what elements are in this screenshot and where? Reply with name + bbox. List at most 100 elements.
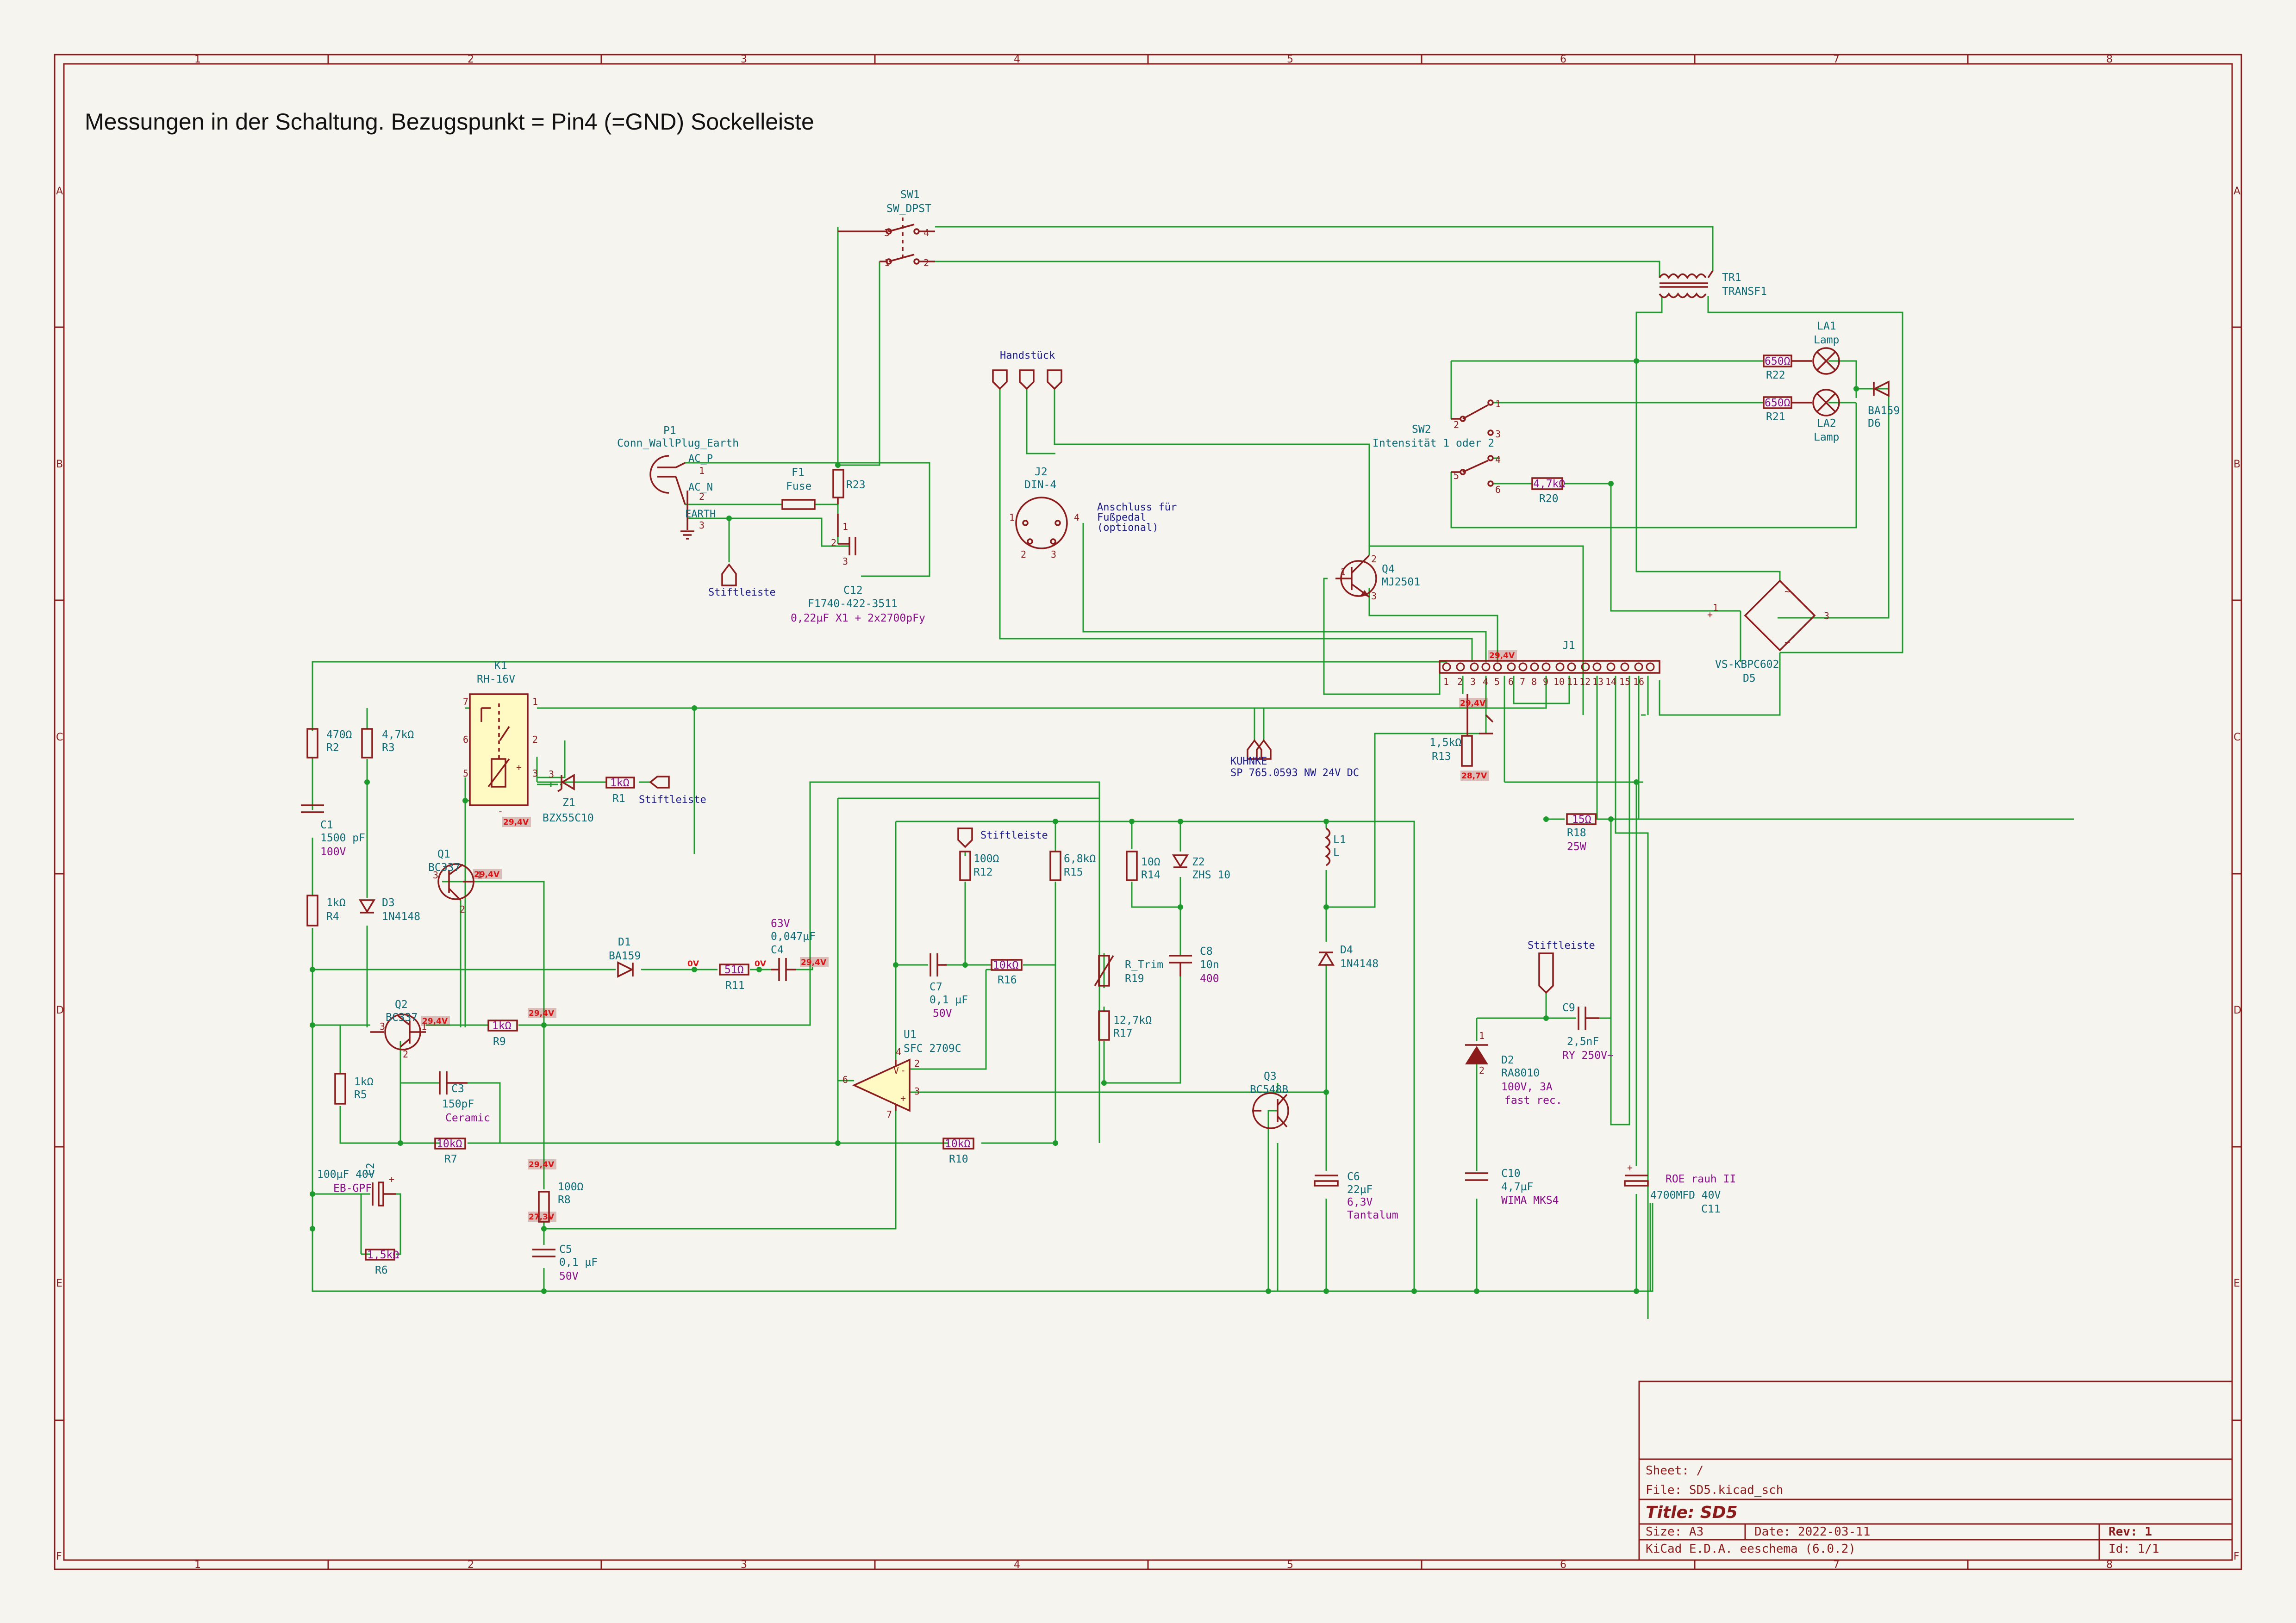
svg-text:2: 2 — [460, 904, 465, 915]
svg-text:Q3: Q3 — [1264, 1070, 1277, 1082]
svg-text:Stiftleiste: Stiftleiste — [1528, 940, 1595, 951]
svg-text:C: C — [2234, 732, 2240, 743]
svg-text:C8: C8 — [1200, 945, 1213, 958]
svg-text:100V, 3A: 100V, 3A — [1501, 1081, 1553, 1093]
svg-text:1kΩ: 1kΩ — [610, 777, 630, 789]
svg-text:8: 8 — [2106, 1559, 2113, 1571]
u1-opamp: -+ V 23 674 U1 SFC 2709C — [842, 1029, 961, 1120]
r21-resistor: 650Ω R21 — [1763, 396, 1812, 423]
c4-capacitor: 63V 0,047µF C4 — [771, 918, 816, 981]
wires — [312, 226, 2074, 1319]
c11-capacitor: + ROE rauh II 4700MFD 40V C11 — [1624, 1162, 1736, 1215]
svg-text:29,4V: 29,4V — [529, 1009, 555, 1018]
sw2-switch[interactable]: 213 546 SW2 Intensität 1 oder 2 — [1373, 398, 1501, 495]
r7-resistor: 10kΩ R7 — [434, 1138, 466, 1165]
svg-text:1kΩ: 1kΩ — [326, 897, 346, 909]
svg-text:6: 6 — [1560, 1559, 1566, 1571]
svg-text:Sheet: /: Sheet: / — [1646, 1464, 1703, 1478]
svg-text:SP 765.0593 NW 24V DC: SP 765.0593 NW 24V DC — [1230, 767, 1359, 779]
svg-text:Q2: Q2 — [395, 999, 408, 1011]
svg-text:50V: 50V — [559, 1270, 579, 1282]
svg-text:3: 3 — [1470, 676, 1476, 687]
svg-text:BA159: BA159 — [609, 950, 641, 962]
svg-text:1: 1 — [1713, 602, 1718, 613]
svg-text:8: 8 — [2106, 54, 2113, 65]
r22-resistor: 650Ω R22 — [1763, 354, 1812, 381]
c2-capacitor: + C2 100µF 40V EB-GPF — [317, 1163, 396, 1206]
r23-resistor: R23 — [832, 469, 866, 504]
svg-text:3: 3 — [914, 1086, 920, 1097]
svg-text:R14: R14 — [1141, 869, 1160, 881]
svg-text:29,4V: 29,4V — [503, 818, 529, 827]
c7-capacitor: C7 0,1 µF 50V — [930, 953, 968, 1020]
svg-text:D5: D5 — [1743, 672, 1756, 684]
r16-resistor: 10kΩ R16 — [991, 959, 1023, 986]
svg-text:B: B — [2234, 459, 2240, 470]
svg-text:L: L — [1333, 847, 1340, 859]
svg-text:28,7V: 28,7V — [1461, 771, 1487, 781]
svg-text:Lamp: Lamp — [1814, 334, 1839, 346]
p1-wall-plug: 123 AC_P AC_N EARTH P1 Conn_WallPlug_Ear… — [617, 425, 739, 540]
svg-text:2: 2 — [403, 1049, 408, 1060]
svg-text:2,5nF: 2,5nF — [1567, 1036, 1599, 1048]
svg-text:ROE rauh II: ROE rauh II — [1666, 1173, 1736, 1185]
svg-text:Stiftleiste: Stiftleiste — [708, 587, 776, 598]
svg-text:1,5kΩ: 1,5kΩ — [1429, 737, 1461, 749]
svg-text:P1: P1 — [663, 425, 676, 437]
svg-text:4: 4 — [923, 227, 929, 238]
svg-text:R8: R8 — [558, 1194, 571, 1206]
r10-resistor: 10kΩ R10 — [942, 1138, 974, 1165]
svg-text:1: 1 — [699, 465, 705, 476]
c3-capacitor: C3 150pF Ceramic — [439, 1071, 490, 1124]
svg-text:6: 6 — [1495, 484, 1501, 495]
svg-text:4: 4 — [896, 1046, 901, 1057]
svg-text:Rev: 1: Rev: 1 — [2109, 1525, 2152, 1539]
svg-text:3: 3 — [842, 556, 848, 567]
tr1-transformer: TR1 TRANSF1 — [1659, 270, 1767, 298]
svg-text:ZHS 10: ZHS 10 — [1192, 869, 1230, 881]
svg-text:10Ω: 10Ω — [1141, 856, 1160, 868]
svg-text:R4: R4 — [326, 911, 339, 923]
svg-text:KUHNKE: KUHNKE — [1230, 756, 1267, 767]
svg-text:R15: R15 — [1064, 866, 1083, 878]
svg-text:SW1: SW1 — [900, 189, 920, 201]
svg-text:6: 6 — [1508, 676, 1514, 687]
svg-text:13: 13 — [1592, 676, 1603, 687]
svg-text:R20: R20 — [1539, 493, 1559, 505]
svg-text:10kΩ: 10kΩ — [437, 1138, 462, 1150]
svg-text:0,1 µF: 0,1 µF — [559, 1256, 598, 1269]
svg-text:Conn_WallPlug_Earth: Conn_WallPlug_Earth — [617, 437, 739, 449]
svg-text:File: SD5.kicad_sch: File: SD5.kicad_sch — [1646, 1483, 1783, 1497]
svg-text:5: 5 — [1287, 1559, 1293, 1571]
r19-trimmer: R_Trim R19 — [1094, 955, 1163, 987]
svg-text:(optional): (optional) — [1097, 522, 1158, 534]
svg-text:16: 16 — [1633, 676, 1644, 687]
svg-text:4: 4 — [1014, 1559, 1020, 1571]
svg-text:RA8010: RA8010 — [1501, 1067, 1540, 1079]
svg-text:R18: R18 — [1567, 827, 1586, 839]
svg-text:D1: D1 — [618, 936, 631, 948]
svg-text:4: 4 — [1483, 676, 1488, 687]
svg-text:Title: SD5: Title: SD5 — [1646, 1503, 1738, 1522]
c8-capacitor: C8 10n 400 — [1169, 945, 1219, 985]
svg-text:10: 10 — [1554, 676, 1565, 687]
svg-text:4,7kΩ: 4,7kΩ — [382, 729, 414, 741]
svg-text:AC_P: AC_P — [688, 453, 713, 465]
svg-text:MJ2501: MJ2501 — [1382, 576, 1420, 588]
svg-text:2: 2 — [1454, 419, 1459, 430]
svg-text:TRANSF1: TRANSF1 — [1722, 286, 1767, 298]
svg-text:D6: D6 — [1868, 417, 1881, 429]
c5-capacitor: C5 0,1 µF 50V — [532, 1244, 598, 1282]
svg-text:Stiftleiste: Stiftleiste — [639, 794, 706, 806]
svg-text:J1: J1 — [1562, 640, 1575, 652]
svg-text:470Ω: 470Ω — [326, 729, 352, 741]
svg-text:650Ω: 650Ω — [1765, 355, 1791, 367]
svg-text:6,8kΩ: 6,8kΩ — [1064, 853, 1096, 865]
r8-resistor: 100Ω R8 — [538, 1181, 584, 1223]
q4-transistor: 123 Q4 MJ2501 — [1335, 553, 1420, 602]
q3-transistor: Q3 BC548B — [1250, 1070, 1289, 1129]
svg-text:1: 1 — [421, 1021, 427, 1032]
